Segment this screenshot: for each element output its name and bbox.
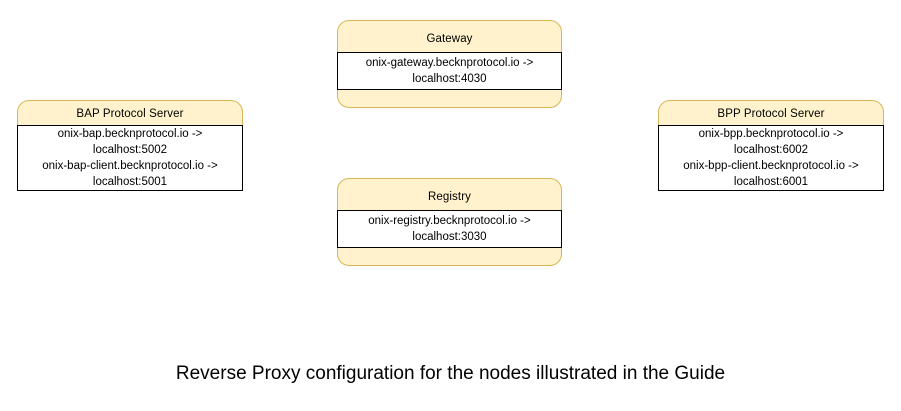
- node-bap-protocol-server[interactable]: BAP Protocol Server onix-bap.becknprotoc…: [17, 100, 243, 191]
- node-bpp-config-line: onix-bpp-client.becknprotocol.io ->: [683, 160, 859, 172]
- node-registry-title: Registry: [428, 191, 471, 203]
- node-registry[interactable]: Registry onix-registry.becknprotocol.io …: [337, 178, 562, 266]
- node-bpp-config-line: onix-bpp.becknprotocol.io ->: [698, 128, 844, 140]
- node-registry-config-line: localhost:3030: [412, 231, 487, 243]
- node-bap-config-line: localhost:5001: [92, 176, 168, 188]
- node-bap-config-line: onix-bap-client.becknprotocol.io ->: [42, 160, 218, 172]
- node-bpp-title: BPP Protocol Server: [717, 108, 825, 120]
- node-bpp-config-line: localhost:6001: [733, 176, 809, 188]
- diagram-caption: Reverse Proxy configuration for the node…: [175, 363, 726, 384]
- node-registry-config-panel: onix-registry.becknprotocol.io -> localh…: [337, 210, 562, 248]
- node-gateway-config-panel: onix-gateway.becknprotocol.io -> localho…: [337, 52, 562, 90]
- node-gateway[interactable]: Gateway onix-gateway.becknprotocol.io ->…: [337, 20, 562, 108]
- node-bap-title: BAP Protocol Server: [76, 108, 184, 120]
- node-bap-config-line: localhost:5002: [92, 144, 168, 156]
- node-bap-config-panel: onix-bap.becknprotocol.io -> localhost:5…: [17, 125, 243, 191]
- node-registry-config-line: onix-registry.becknprotocol.io ->: [368, 215, 531, 227]
- node-gateway-config-line: localhost:4030: [412, 73, 487, 85]
- node-bpp-config-line: localhost:6002: [733, 144, 809, 156]
- node-bpp-protocol-server[interactable]: BPP Protocol Server onix-bpp.becknprotoc…: [658, 100, 884, 191]
- node-bpp-config-panel: onix-bpp.becknprotocol.io -> localhost:6…: [658, 125, 884, 191]
- node-gateway-config-line: onix-gateway.becknprotocol.io ->: [365, 57, 534, 69]
- node-bap-config-line: onix-bap.becknprotocol.io ->: [57, 128, 203, 140]
- node-gateway-title: Gateway: [426, 33, 473, 45]
